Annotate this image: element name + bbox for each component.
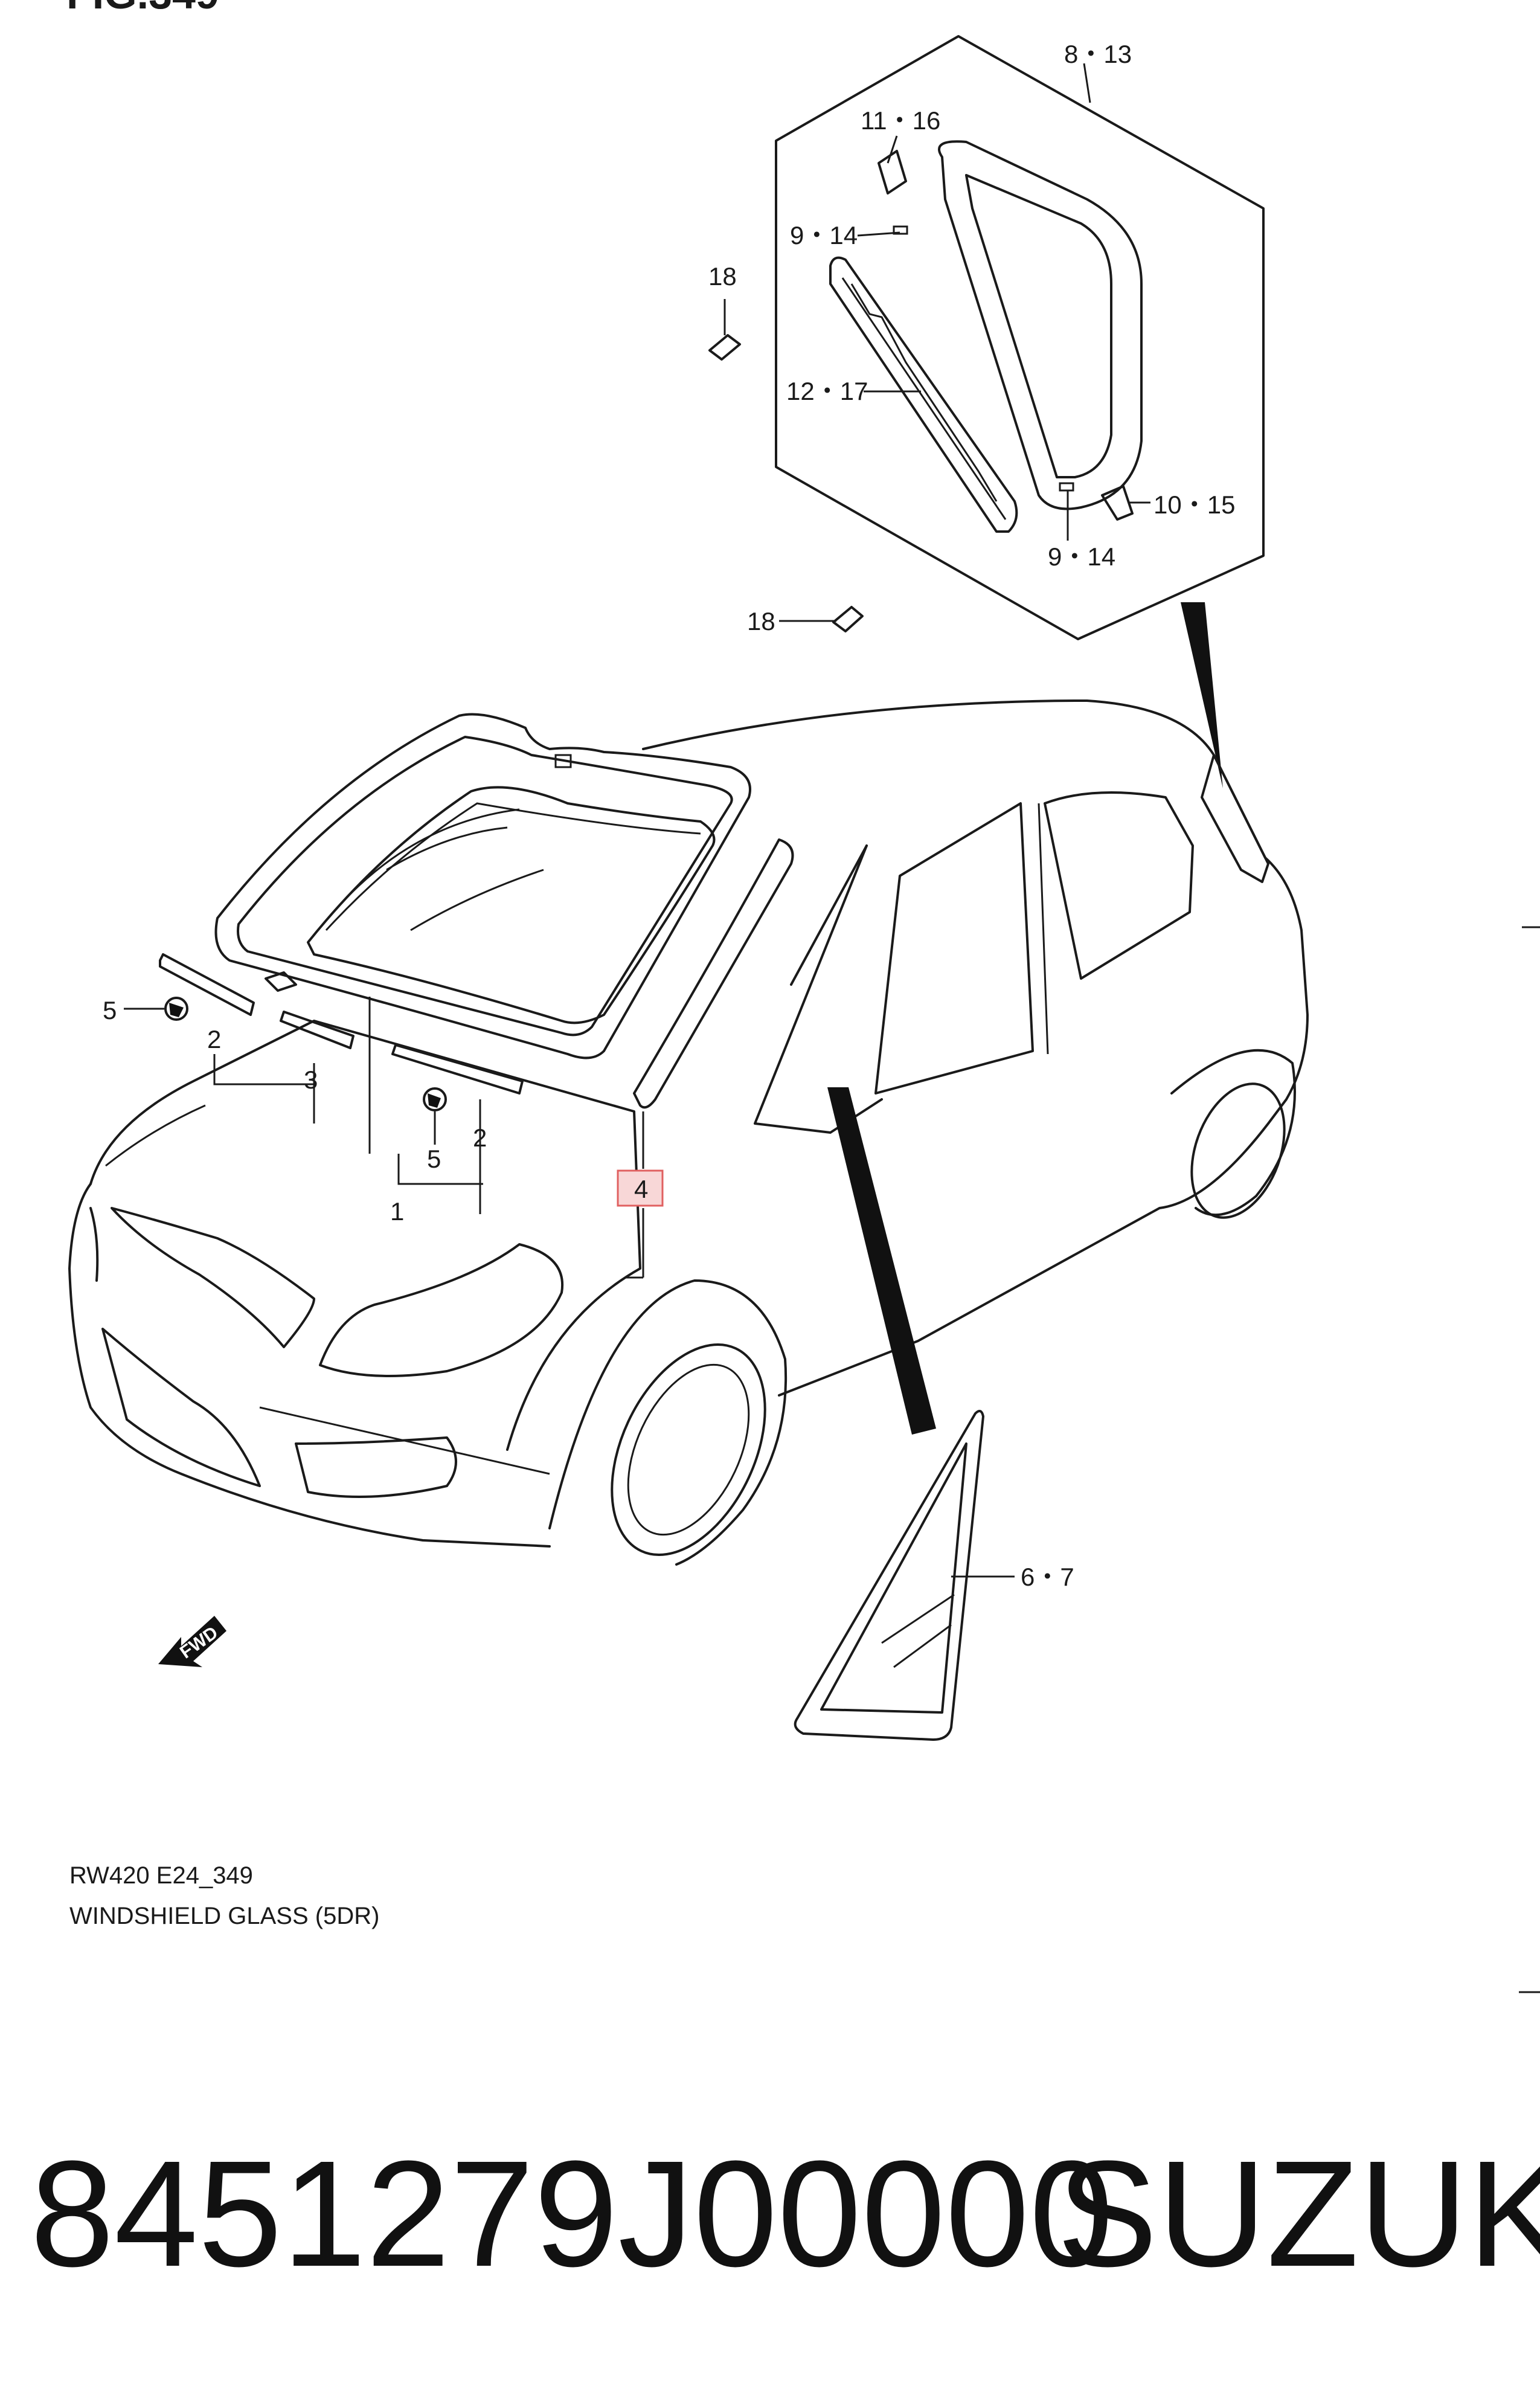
leader-lines — [213, 997, 644, 1279]
callout-2-right: 2 — [473, 1124, 487, 1152]
callout-4-highlight — [617, 1169, 664, 1207]
callout-5-left: 5 — [103, 996, 117, 1024]
quarter-glass-inset — [775, 35, 1265, 640]
fwd-direction-arrow: FWD — [158, 1616, 226, 1667]
clip-5-left — [124, 997, 188, 1021]
callout-6-7: 6・7 — [1021, 1563, 1074, 1591]
clip-5-mid — [423, 1087, 447, 1145]
callout-8-13: 8・13 — [1064, 40, 1132, 68]
cowl-moldings — [159, 953, 524, 1095]
callout-18-upper: 18 — [708, 262, 737, 291]
windshield-glass — [214, 713, 794, 1109]
car-body — [68, 699, 1309, 1566]
figure-code: RW420 E24_349 — [69, 1862, 253, 1889]
callout-4: 4 — [634, 1175, 648, 1203]
callout-10-15: 10・15 — [1153, 490, 1235, 519]
door-glass — [794, 1087, 1015, 1741]
callout-11-16: 11・16 — [861, 106, 940, 135]
pointer-wedge-quarter — [1181, 602, 1223, 788]
callout-3: 3 — [304, 1066, 318, 1094]
callout-5-mid: 5 — [427, 1145, 441, 1173]
callout-12-17: 12・17 — [786, 377, 868, 405]
callout-9-14-bottom: 9・14 — [1048, 542, 1115, 571]
pointer-wedge-door — [827, 1087, 936, 1435]
clip-18-upper — [708, 299, 741, 361]
clip-18-lower — [779, 606, 864, 632]
brand-name: SUZUKI — [1057, 2129, 1540, 2298]
callout-18-lower: 18 — [747, 607, 775, 635]
part-number: 8451279J00000 — [30, 2129, 1114, 2298]
callout-9-14-top: 9・14 — [790, 221, 858, 249]
figure-caption: WINDSHIELD GLASS (5DR) — [69, 1903, 379, 1929]
figure-title: FIG.349 — [66, 0, 219, 18]
callout-1: 1 — [390, 1197, 404, 1226]
callout-2-left: 2 — [207, 1025, 221, 1053]
